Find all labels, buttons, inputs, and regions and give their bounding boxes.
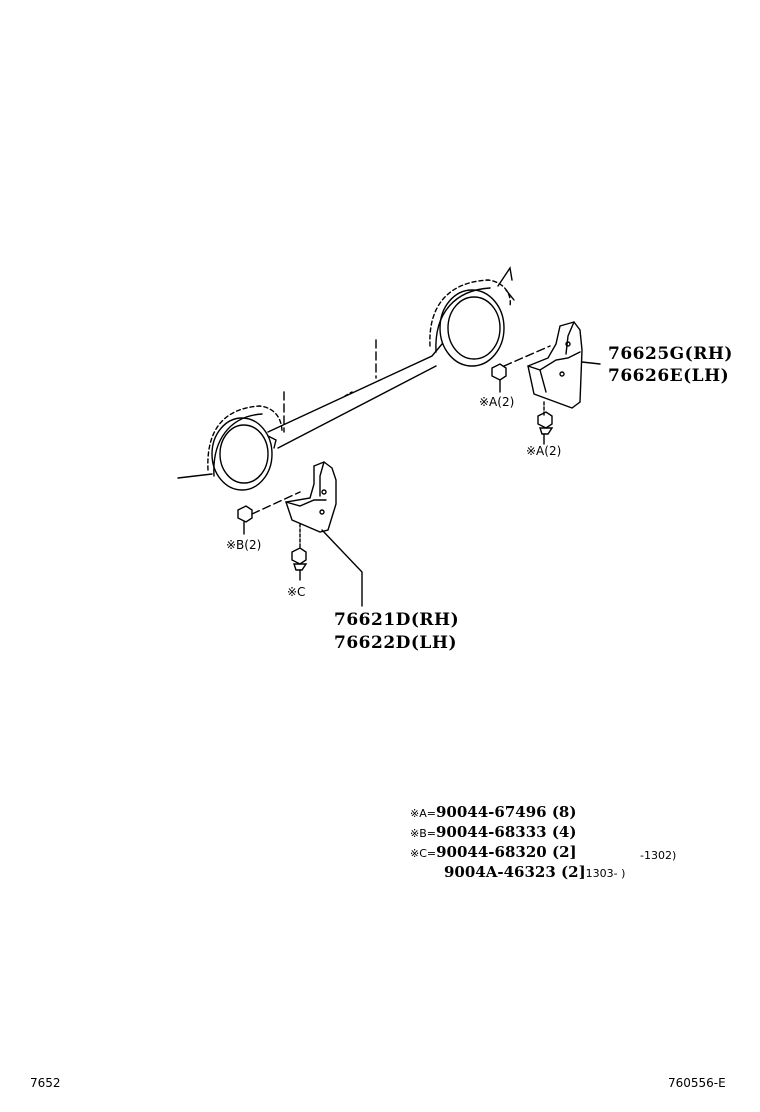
fastener-a-upper-icon [491,363,507,393]
legend-key: ※A= [410,807,436,820]
legend-note: -1302) [640,849,677,862]
rear-lh-part-number[interactable]: 76626E(LH) [608,366,730,386]
fastener-b-label: ※B(2) [226,538,262,552]
legend-row: 9004A-46323 (2]1303- ) [444,865,625,880]
vehicle-body-outline [177,266,515,479]
figure-id: 760556-E [668,1076,726,1090]
legend-qty: (2] [551,843,577,861]
legend-part-number[interactable]: 9004A-46323 [444,863,556,881]
rear-mudguard-drawing [503,321,601,417]
legend-row: ※C=90044-68320 (2] [410,845,577,860]
fastener-c-label: ※C [287,585,306,599]
front-wheel-arch [207,405,283,491]
fastener-c-icon [291,547,308,581]
legend-part-number[interactable]: 90044-68320 [436,843,547,861]
front-mudguard-drawing [251,461,363,607]
legend-key: ※B= [410,827,436,840]
legend-part-number[interactable]: 90044-68333 [435,823,547,841]
legend-note: 1303- ) [585,867,626,880]
fastener-a-lower-label: ※A(2) [526,444,562,458]
legend-qty: (8) [551,803,577,821]
legend-qty: (2] [561,863,586,881]
legend-key: ※C= [410,847,437,860]
legend-row: ※A=90044-67496 (8) [410,805,576,820]
legend-row: ※B=90044-68333 (4) [410,825,576,840]
rear-rh-part-number[interactable]: 76625G(RH) [608,344,733,364]
fastener-a-lower-icon [537,411,554,445]
page-code: 7652 [30,1076,61,1090]
rear-wheel-arch [429,279,511,367]
front-rh-part-number[interactable]: 76621D(RH) [334,610,460,630]
legend-part-number[interactable]: 90044-67496 [435,803,547,821]
fastener-a-upper-label: ※A(2) [479,395,515,409]
legend-qty: (4) [551,823,577,841]
fastener-b-icon [237,505,253,535]
front-lh-part-number[interactable]: 76622D(LH) [334,633,457,653]
